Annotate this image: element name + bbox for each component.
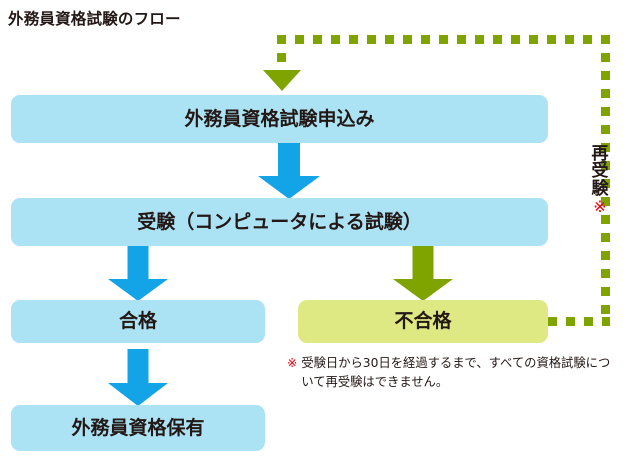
arrow-exam-to-pass — [108, 246, 168, 301]
arrow-pass-to-qualification — [108, 349, 168, 406]
node-exam: 受験（コンピュータによる試験） — [11, 198, 548, 246]
arrow-shaft — [412, 246, 434, 279]
footnote-text: 受験日から30日を経過するまで、すべての資格試験について再受験はできません。 — [301, 356, 611, 390]
dashed-edge-right-vertical — [601, 35, 610, 323]
arrow-head-icon — [108, 279, 168, 301]
node-pass: 合格 — [11, 300, 265, 343]
arrow-shaft — [127, 246, 149, 279]
node-qualification-held: 外務員資格保有 — [11, 405, 265, 451]
arrow-head-icon — [108, 383, 168, 406]
retake-note-mark: ※ — [593, 196, 607, 216]
retake-char-1: 再 — [591, 144, 609, 164]
footnote-mark: ※ — [287, 356, 298, 370]
retake-char-3: 験 — [591, 178, 609, 199]
arrow-shaft — [127, 349, 149, 383]
dashed-edge-down-to-apply — [277, 35, 286, 71]
arrow-application-to-exam — [258, 143, 320, 199]
dashed-edge-arrowhead-icon — [263, 70, 301, 91]
footnote: ※ 受験日から30日を経過するまで、すべての資格試験について再受験はできません。 — [287, 354, 617, 392]
node-fail: 不合格 — [298, 300, 548, 343]
arrow-head-icon — [258, 176, 320, 199]
dashed-edge-top-horizontal — [277, 35, 605, 44]
arrow-exam-to-fail — [393, 246, 453, 301]
node-application: 外務員資格試験申込み — [11, 95, 548, 143]
arrow-shaft — [278, 143, 300, 177]
retake-char-2: 受 — [591, 161, 609, 182]
page-title: 外務員資格試験のフロー — [8, 10, 181, 28]
dashed-edge-fail-to-right — [548, 317, 610, 326]
retake-label: 再 受 験 ※ — [587, 144, 613, 216]
arrow-head-icon — [393, 279, 453, 301]
